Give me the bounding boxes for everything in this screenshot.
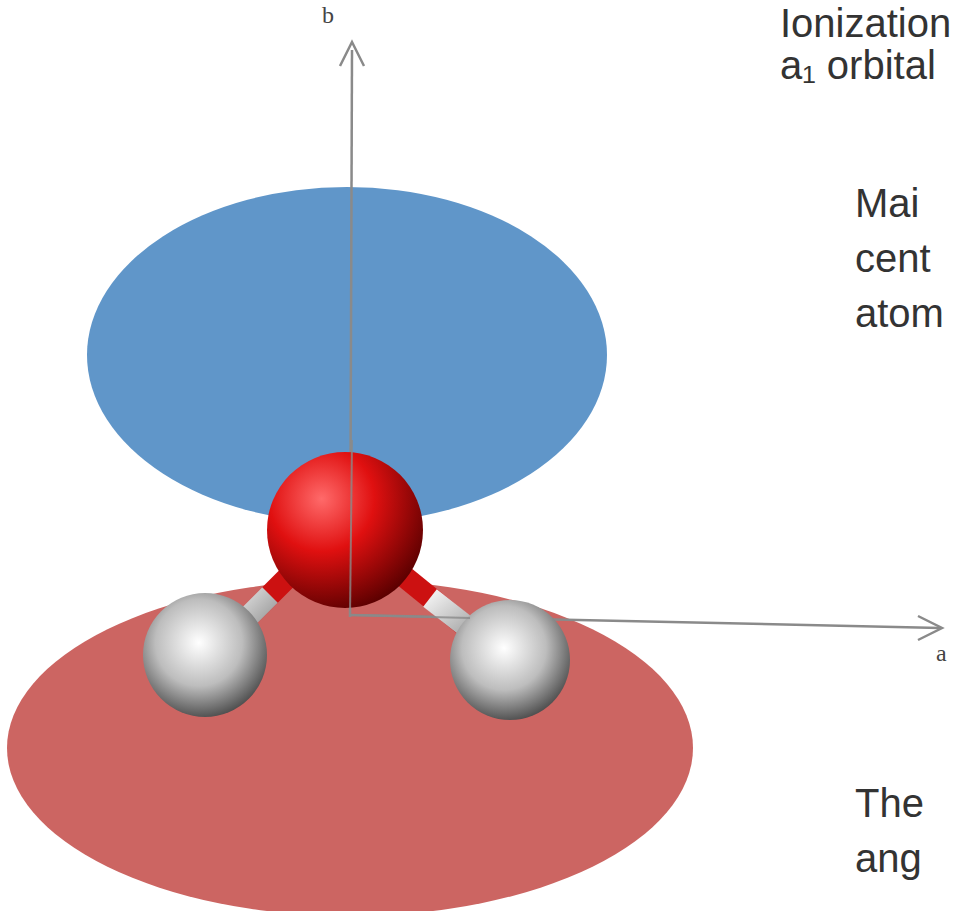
axis-a-arrowhead <box>918 616 942 640</box>
axis-label: a <box>936 640 947 668</box>
axis-b-overlay <box>350 440 352 617</box>
note-text: The <box>855 780 924 826</box>
note-text: cent <box>855 235 931 281</box>
hydrogen-atom <box>143 593 267 717</box>
axis-label: b <box>322 2 334 30</box>
note-text: Mai <box>855 180 919 226</box>
note-text: ang <box>855 835 922 881</box>
axis-a-overlay <box>350 615 470 618</box>
heading-text: a₁ orbital <box>780 42 936 88</box>
axis-b-line <box>350 50 352 617</box>
axis-a-line <box>350 615 940 628</box>
heading-text: Ionization <box>780 0 951 46</box>
orbital-lobe-negative <box>7 580 693 911</box>
axis-b-arrowhead <box>340 42 364 66</box>
note-text: atom <box>855 290 944 336</box>
oxygen-atom <box>267 452 423 608</box>
